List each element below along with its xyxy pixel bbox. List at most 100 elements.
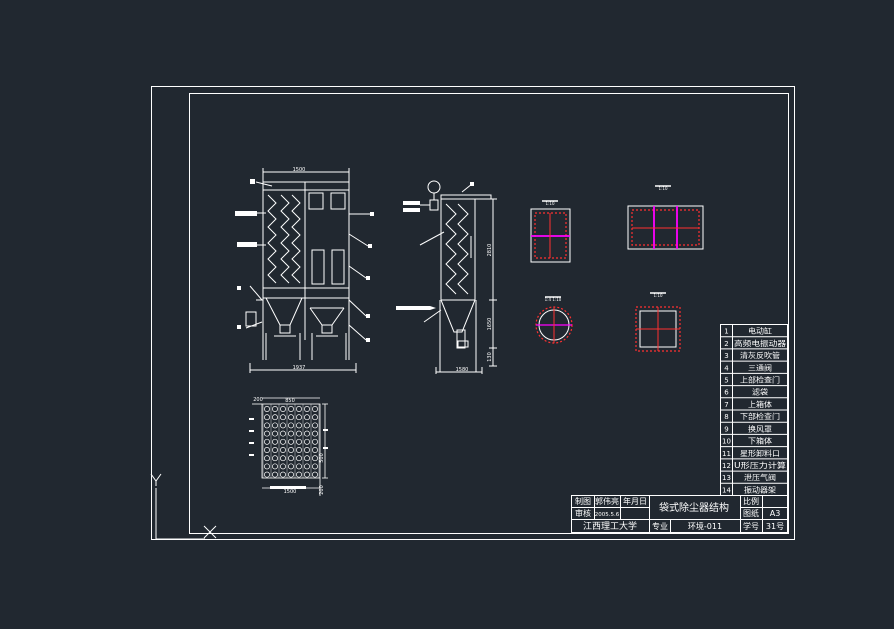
plate-hole	[280, 414, 286, 421]
side-view-upper-dim: 2810	[487, 244, 493, 257]
plate-left-dim: 200	[253, 397, 263, 403]
main-view-top-dim: 1500	[293, 167, 306, 173]
title-ratio-label: 比例	[743, 496, 759, 506]
small-view-square-frame	[530, 200, 571, 263]
parts-row-number: 5	[724, 377, 728, 385]
title-date-label: 年月日	[623, 496, 647, 506]
plate-hole	[288, 471, 294, 478]
parts-row-name: 上部检查门	[740, 375, 780, 385]
plate-hole	[288, 447, 294, 453]
parts-row-number: 8	[724, 413, 728, 421]
plate-hole	[264, 422, 270, 429]
plate-hole	[288, 406, 294, 412]
parts-row-number: 2	[724, 340, 728, 348]
title-school: 江西理工大学	[583, 520, 637, 532]
parts-row-name: 下部检查门	[740, 411, 780, 421]
plate-hole	[296, 438, 302, 445]
plate-hole	[264, 438, 270, 445]
parts-row-number: 4	[724, 364, 729, 372]
parts-row-number: 14	[722, 486, 731, 494]
parts-row-number: 13	[722, 474, 731, 482]
plate-hole	[304, 422, 310, 429]
plate-hole	[264, 414, 270, 421]
plate-hole	[280, 406, 286, 412]
parts-row-name: 振动器架	[744, 484, 777, 494]
side-view-inlet-arrows	[396, 182, 474, 310]
plate-hole	[264, 430, 270, 437]
plate-hole	[264, 406, 270, 412]
plate-hole	[312, 471, 318, 478]
plate-hole	[296, 406, 302, 412]
plate-hole	[296, 422, 302, 429]
plate-hole	[312, 430, 318, 437]
plate-hole	[272, 438, 278, 445]
plate-hole	[304, 406, 310, 412]
plate-hole	[280, 471, 286, 478]
parts-row-name: U形压力计算	[734, 460, 787, 470]
sheet-outer-border	[151, 86, 795, 540]
plate-hole	[272, 406, 278, 412]
main-view-inlet-arrows	[235, 179, 374, 342]
plate-top-dim: 850	[285, 398, 295, 404]
side-view-middle-dim: 1650	[487, 318, 493, 331]
parts-row-name: 高频电振动器	[734, 338, 787, 348]
plate-right-dim-1: 500	[319, 453, 325, 463]
main-front-view	[245, 168, 370, 373]
small-view-4-label: 1:10	[654, 293, 663, 298]
plate-hole	[288, 438, 294, 445]
plate-hole	[312, 414, 318, 421]
sheet-inner-border	[189, 93, 789, 534]
title-drawn-name: 郭伟亮	[595, 496, 619, 506]
perforated-plate-view	[252, 397, 328, 496]
parts-row-name: 三通阀	[748, 362, 772, 372]
plate-hole	[280, 430, 286, 437]
plate-hole	[280, 447, 286, 453]
plate-hole	[304, 447, 310, 453]
plate-hole	[272, 471, 278, 478]
plate-hole	[272, 430, 278, 437]
title-major-value: 环境-011	[688, 521, 722, 531]
plate-right-dim-2: 200	[319, 485, 325, 495]
side-view-bottom-dim: 1580	[456, 367, 469, 373]
plate-hole	[312, 438, 318, 445]
title-check-date: 2005.5.6	[595, 512, 620, 518]
plate-hole	[264, 463, 270, 470]
small-view-3-label: 1:4 1:10	[545, 297, 562, 302]
parts-row-name: 电动缸	[748, 326, 773, 336]
parts-row-number: 7	[724, 401, 728, 409]
plate-hole	[272, 463, 278, 470]
plate-hole	[312, 447, 318, 453]
plate-hole	[272, 447, 278, 453]
small-view-ring	[535, 296, 573, 344]
parts-row-number: 11	[722, 450, 731, 458]
title-id-value: 31号	[766, 522, 784, 531]
plate-hole	[280, 438, 286, 445]
plate-hole	[272, 414, 278, 421]
parts-row-name: 换风罩	[748, 423, 773, 433]
parts-row-name: 清灰反吹管	[740, 350, 781, 360]
title-major-label: 专业	[652, 521, 668, 531]
plate-hole	[304, 414, 310, 421]
title-drawn-label: 制图	[575, 496, 591, 506]
plate-hole	[288, 455, 294, 462]
parts-row-number: 12	[722, 462, 731, 470]
plate-hole	[312, 463, 318, 470]
plate-hole	[272, 422, 278, 429]
plate-hole	[304, 463, 310, 470]
plate-hole	[296, 471, 302, 478]
parts-list-table	[720, 324, 788, 496]
parts-row-name: 泄压气阀	[744, 472, 776, 482]
title-main-title: 袋式除尘器结构	[659, 501, 729, 514]
title-sheet-value: A3	[770, 509, 781, 518]
side-view	[419, 180, 497, 374]
plate-hole	[288, 463, 294, 470]
ucs-icon	[150, 473, 217, 540]
plate-hole	[288, 414, 294, 421]
plate-hole	[280, 455, 286, 462]
small-view-small-square	[635, 292, 681, 352]
plate-hole	[312, 422, 318, 429]
plate-hole	[304, 430, 310, 437]
plate-hole	[296, 414, 302, 421]
